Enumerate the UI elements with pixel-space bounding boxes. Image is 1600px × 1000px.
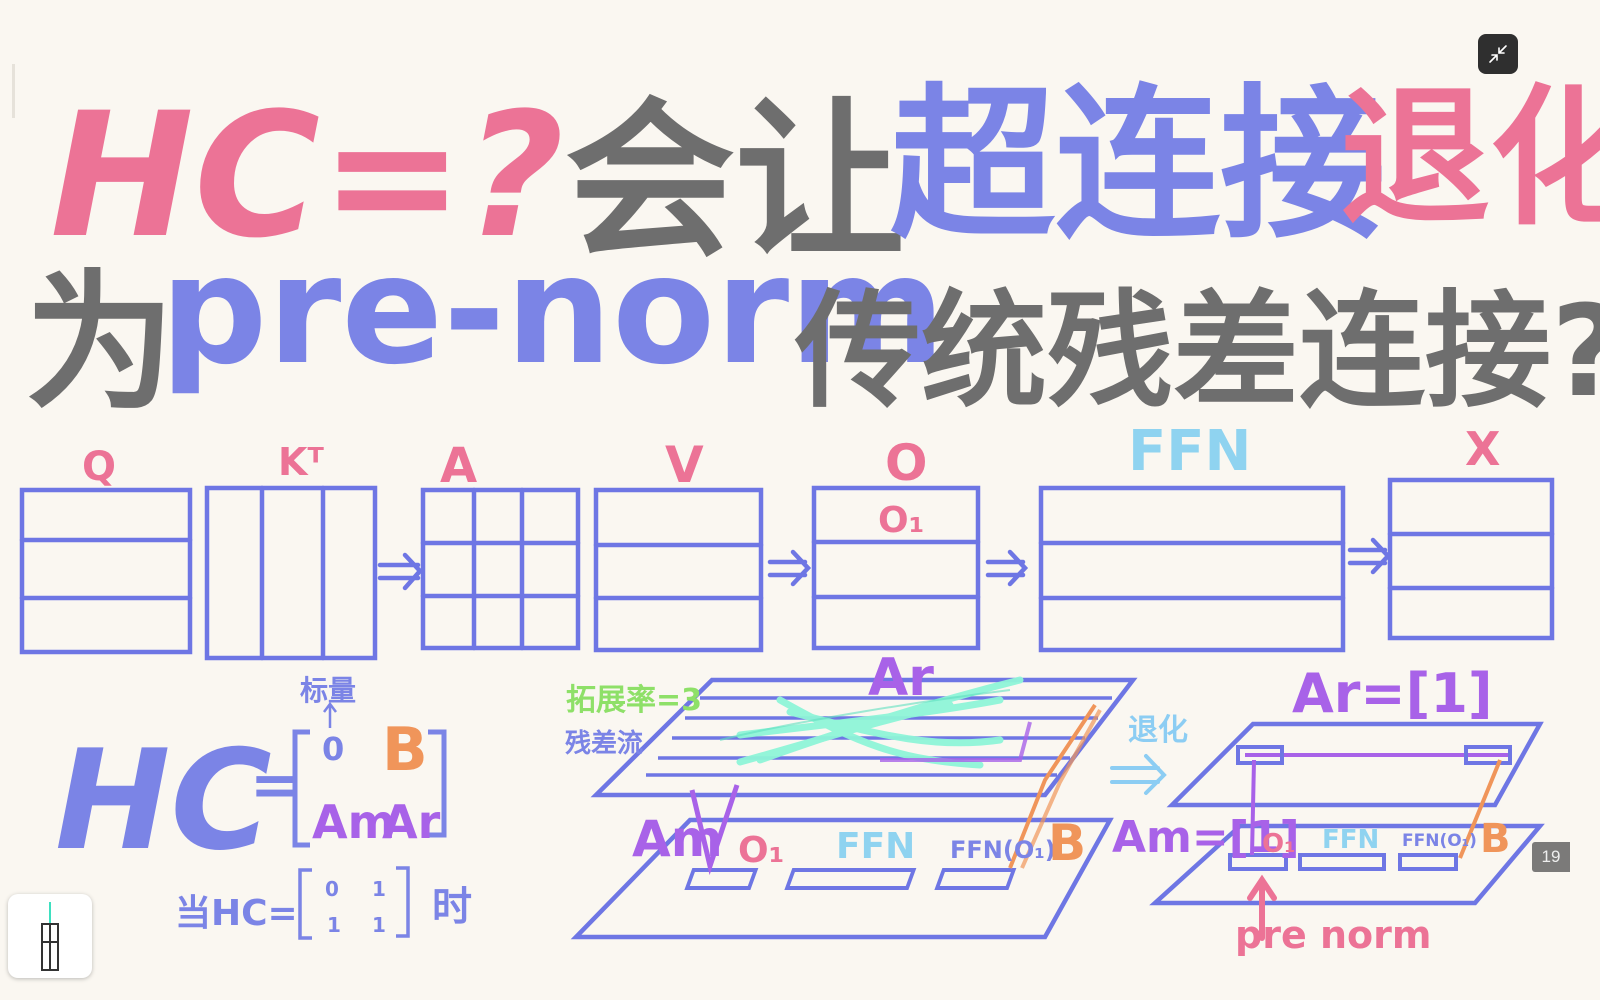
matrix-q: [19, 487, 193, 655]
matrix-kt: [204, 485, 378, 661]
right-b: B: [1480, 816, 1511, 862]
formula-ar: Ar: [382, 795, 441, 849]
diagram-right: Ar=[1] Am=[1] O₁ FFN FFN(O₁) B pre norm: [1112, 662, 1545, 957]
right-am-eq: Am=[1]: [1112, 812, 1300, 863]
arrow-1: [377, 552, 424, 591]
cond-00: 0: [325, 877, 339, 901]
right-o1: O₁: [1262, 829, 1296, 859]
right-ffn-o1: FFN(O₁): [1402, 831, 1477, 851]
degrade-label: 退化: [1128, 713, 1188, 748]
matrix-v: [593, 487, 764, 653]
label-a: A: [440, 438, 477, 494]
matrix-o: [811, 485, 981, 651]
mid-o1: O₁: [738, 830, 784, 871]
arrow-3: [985, 549, 1029, 587]
hc-formula: HC = 0 B Am Ar 标量 当HC= 0 1 1 1 时: [55, 674, 472, 940]
title-prefix: 为: [25, 257, 175, 431]
formula-eq: =: [250, 750, 300, 820]
collapse-fullscreen-button[interactable]: [1478, 34, 1518, 74]
title-line-2: 为 pre-norm 传统残差连接?: [25, 224, 1600, 431]
formula-am: Am: [312, 795, 396, 849]
label-ffn: FFN: [1128, 419, 1251, 484]
label-x: X: [1465, 422, 1500, 476]
condition-prefix: 当HC=: [175, 893, 298, 934]
cond-10: 1: [327, 913, 341, 937]
title-traditional-residual: 传统残差连接?: [794, 278, 1600, 425]
right-bracket: [428, 729, 447, 838]
matrix-a: [420, 487, 581, 651]
title-formula: HC=?: [50, 75, 564, 276]
label-q: Q: [82, 444, 116, 490]
title-hyperconnection: 超连接: [890, 69, 1385, 261]
pen-icon: [41, 902, 59, 971]
cond-bracket-right: [396, 866, 410, 938]
mid-ar: Ar: [868, 648, 934, 708]
arrow-4: [1347, 537, 1392, 575]
mid-expand-rate: 拓展率=3: [566, 683, 702, 718]
matrix-ffn: [1038, 485, 1346, 653]
matrix-row: [19, 477, 1555, 661]
label-kt: Kᵀ: [278, 440, 324, 484]
title-mid: 会让: [565, 83, 905, 281]
label-o1: O₁: [878, 500, 924, 541]
cond-11: 1: [372, 913, 386, 937]
label-o: O: [885, 434, 928, 492]
pen-tool-thumbnail[interactable]: [8, 894, 92, 978]
cond-bracket-left: [298, 868, 312, 940]
formula-b: B: [382, 715, 428, 785]
title-degrade: 退化: [1340, 72, 1600, 246]
right-ffn: FFN: [1322, 825, 1379, 855]
formula-zero: 0: [322, 730, 344, 768]
mid-ffn: FFN: [836, 826, 915, 867]
label-v: V: [665, 436, 704, 494]
scalar-arrow: [323, 701, 337, 728]
mid-am: Am: [632, 810, 723, 868]
mid-ffn-o1: FFN(O₁): [950, 836, 1056, 864]
formula-hc: HC: [55, 720, 272, 881]
collapse-arrows-icon: [1489, 45, 1507, 63]
mid-residual-stream: 残差流: [565, 728, 643, 759]
title-prenorm: pre-norm: [160, 224, 945, 398]
condition-suffix: 时: [432, 884, 472, 930]
matrix-labels: Q Kᵀ A V O O₁ FFN X: [82, 419, 1500, 541]
cond-01: 1: [372, 877, 386, 901]
scalar-note: 标量: [300, 674, 356, 707]
left-bracket: [292, 729, 310, 848]
right-pre-norm: pre norm: [1235, 913, 1431, 957]
arrow-2: [767, 549, 812, 587]
title-line-1: HC=? 会让 超连接 退化: [50, 69, 1600, 281]
matrix-x: [1387, 477, 1555, 641]
diagram-middle: Ar 拓展率=3 残差流 Am O₁ FFN FFN(O₁) B: [565, 648, 1138, 940]
page-number-badge: 19: [1532, 842, 1570, 872]
left-edge-strip: [12, 64, 15, 118]
mid-b: B: [1048, 814, 1086, 872]
right-ar-eq: Ar=[1]: [1292, 662, 1493, 725]
degrade-arrow: 退化: [1110, 713, 1188, 795]
